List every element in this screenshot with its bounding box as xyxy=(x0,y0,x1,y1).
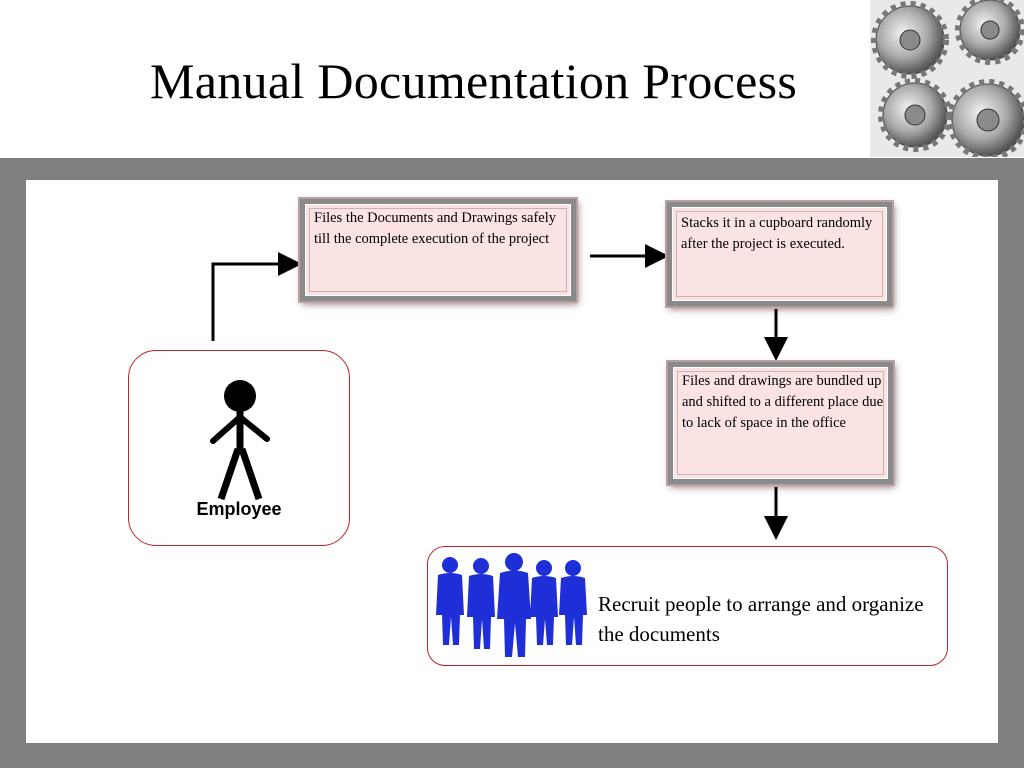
step-shift-box: Files and drawings are bundled up and sh… xyxy=(668,362,893,484)
employee-label: Employee xyxy=(196,499,282,519)
recruit-box: Recruit people to arrange and organize t… xyxy=(427,546,948,666)
recruit-text: Recruit people to arrange and organize t… xyxy=(598,592,924,646)
box-inner-border xyxy=(309,208,567,292)
box-inner-border xyxy=(677,371,884,475)
step-stack-text: Stacks it in a cupboard randomly after t… xyxy=(681,215,873,252)
box-inner-border xyxy=(676,211,883,297)
gears-icon xyxy=(870,0,1024,157)
step-files-box: Files the Documents and Drawings safely … xyxy=(300,199,576,301)
employee-box: Employee xyxy=(128,350,350,546)
slide-title: Manual Documentation Process xyxy=(150,53,798,109)
step-shift-text: Files and drawings are bundled up and sh… xyxy=(682,373,884,431)
arrow-employee-to-files xyxy=(211,252,302,341)
group-of-people-icon xyxy=(436,553,587,657)
stick-figure-icon xyxy=(210,380,270,501)
step-stack-box: Stacks it in a cupboard randomly after t… xyxy=(667,202,892,306)
step-files-text: Files the Documents and Drawings safely … xyxy=(314,210,557,247)
